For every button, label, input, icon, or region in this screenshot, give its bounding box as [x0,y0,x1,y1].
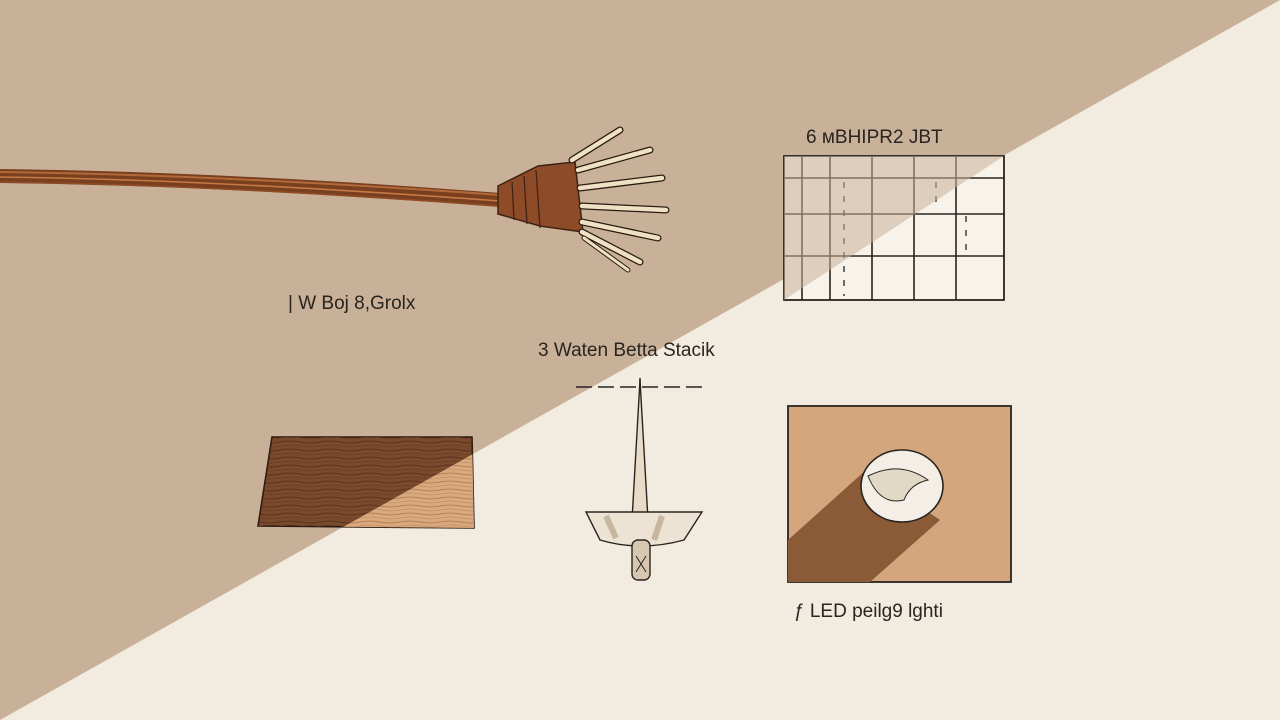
label-fiber-optic: | W Boj 8,Grolx [288,293,416,314]
ceiling-grid-icon [783,155,1005,301]
stack-icon [576,378,704,581]
led-light-icon [787,405,1012,583]
label-led-ceiling-light: ƒ LED peilg9 lghti [794,601,943,622]
wood-panel-icon [257,436,475,529]
label-ceiling-grid: 6 мBHIPR2 JBT [806,127,943,148]
fiber-bundle-icon [0,126,670,273]
label-stack: 3 Waten Betta Stacik [538,340,715,361]
